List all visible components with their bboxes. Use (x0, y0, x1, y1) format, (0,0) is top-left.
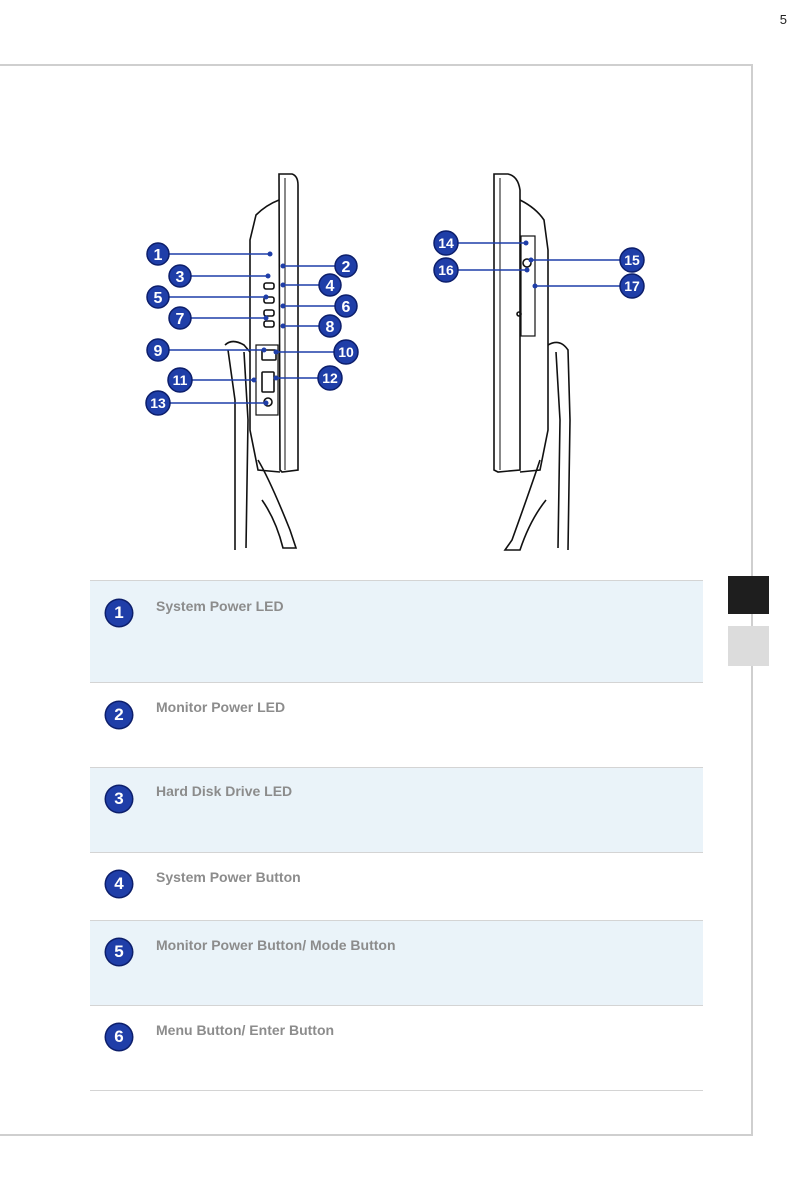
item-number-badge: 4 (106, 871, 132, 897)
svg-text:5: 5 (154, 290, 163, 307)
table-row: 2 Monitor Power LED (90, 683, 703, 768)
table-row: 1 System Power LED (90, 581, 703, 683)
svg-text:10: 10 (338, 344, 354, 360)
callout-15: 15 (620, 248, 644, 272)
callout-9: 9 (147, 339, 169, 361)
item-title: Hard Disk Drive LED (156, 783, 292, 799)
callout-10: 10 (334, 340, 358, 364)
callout-6: 6 (335, 295, 357, 317)
item-number-badge: 1 (106, 600, 132, 626)
item-title: System Power LED (156, 598, 284, 614)
left-side-view (225, 174, 298, 550)
chapter-tab-inactive (728, 626, 769, 666)
right-side-view (494, 174, 570, 550)
item-number-badge: 5 (106, 939, 132, 965)
table-row: 5 Monitor Power Button/ Mode Button (90, 921, 703, 1006)
callout-13: 13 (146, 391, 170, 415)
item-number-badge: 6 (106, 1024, 132, 1050)
callout-17: 17 (620, 274, 644, 298)
callout-lines (158, 243, 630, 403)
callout-2: 2 (335, 255, 357, 277)
item-title: System Power Button (156, 869, 301, 885)
callout-1: 1 (147, 243, 169, 265)
page-number: 5 (765, 12, 787, 27)
table-row: 6 Menu Button/ Enter Button (90, 1006, 703, 1091)
svg-text:12: 12 (322, 370, 338, 386)
item-title: Monitor Power LED (156, 699, 285, 715)
svg-text:11: 11 (173, 372, 188, 388)
svg-text:7: 7 (176, 311, 185, 328)
item-number-badge: 2 (106, 702, 132, 728)
svg-text:16: 16 (438, 262, 454, 278)
item-number-badge: 3 (106, 786, 132, 812)
svg-text:17: 17 (624, 278, 640, 294)
callout-5: 5 (147, 286, 169, 308)
svg-text:4: 4 (326, 278, 335, 295)
svg-text:9: 9 (154, 343, 163, 360)
svg-text:8: 8 (326, 319, 335, 336)
component-table: 1 System Power LED 2 Monitor Power LED 3… (90, 580, 703, 1091)
svg-text:15: 15 (624, 252, 640, 268)
callout-4: 4 (319, 274, 341, 296)
item-title: Menu Button/ Enter Button (156, 1022, 334, 1038)
chapter-tab-active (728, 576, 769, 614)
callout-16: 16 (434, 258, 458, 282)
item-title: Monitor Power Button/ Mode Button (156, 937, 396, 953)
svg-text:3: 3 (176, 269, 185, 286)
callout-14: 14 (434, 231, 458, 255)
callout-3: 3 (169, 265, 191, 287)
callout-12: 12 (318, 366, 342, 390)
callout-8: 8 (319, 315, 341, 337)
page-frame-bottom (0, 1134, 753, 1136)
svg-text:6: 6 (342, 299, 351, 316)
table-row: 3 Hard Disk Drive LED (90, 768, 703, 853)
svg-text:2: 2 (342, 259, 351, 276)
svg-text:14: 14 (438, 235, 454, 251)
page-frame-top (0, 64, 752, 66)
table-row: 4 System Power Button (90, 853, 703, 921)
side-view-illustration: 1 2 3 4 5 6 7 8 9 10 11 12 13 14 15 16 1… (0, 160, 720, 560)
svg-text:1: 1 (154, 247, 163, 264)
callout-11: 11 (168, 368, 192, 392)
callout-7: 7 (169, 307, 191, 329)
svg-text:13: 13 (150, 395, 166, 411)
